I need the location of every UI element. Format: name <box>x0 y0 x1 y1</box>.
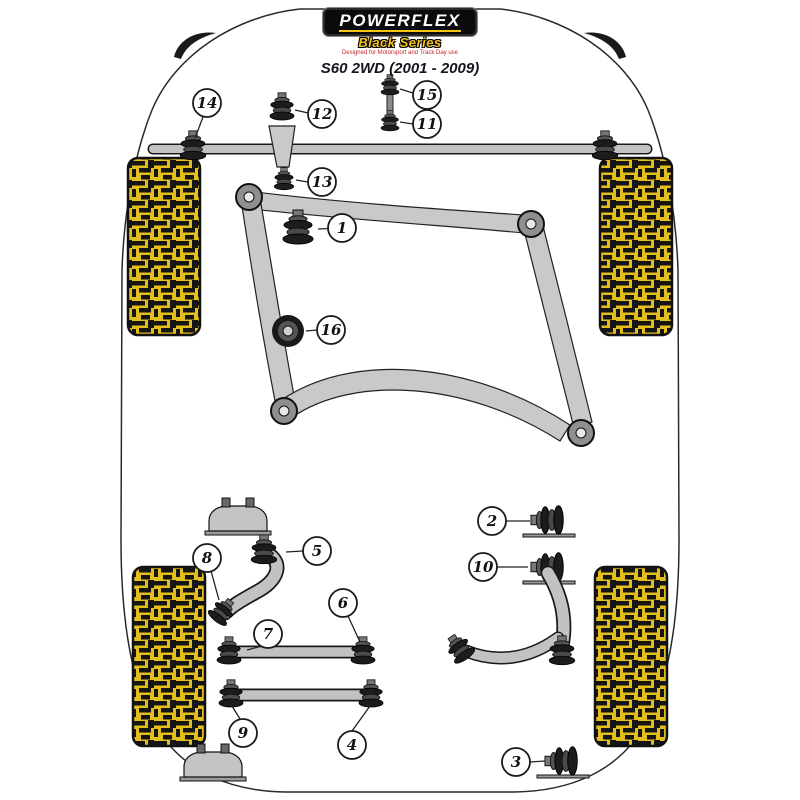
callout-14: 14 <box>192 88 222 139</box>
callout-2: 2 <box>477 506 530 536</box>
callout-9-label: 9 <box>238 724 249 742</box>
callout-3-label: 3 <box>511 753 521 771</box>
drop-link <box>380 74 400 132</box>
callout-8: 8 <box>192 543 222 601</box>
callout-16: 16 <box>305 315 346 345</box>
logo-tagline: Designed for Motorsport and Track Day us… <box>341 50 459 56</box>
tie-bar-upper <box>216 636 376 665</box>
rear-curved-arm-left <box>205 534 285 629</box>
callout-11-label: 11 <box>417 115 438 133</box>
callout-13: 13 <box>295 167 337 197</box>
anti-roll-bar <box>147 130 653 161</box>
cowl-mark-left <box>174 32 216 59</box>
cowl-mark-right <box>584 32 626 59</box>
tire-rear-right <box>593 565 669 748</box>
subframe-center-bush-16 <box>272 315 304 347</box>
black-series-logo-text: Black Series <box>358 35 442 50</box>
callout-5-label: 5 <box>312 542 322 560</box>
subframe-mount-rear-right <box>567 419 595 447</box>
callout-10-label: 10 <box>473 558 494 576</box>
callout-1-label: 1 <box>337 219 347 237</box>
tire-rear-left <box>131 565 207 748</box>
subframe-mount-front-right <box>517 210 545 238</box>
callout-10: 10 <box>468 552 528 582</box>
brand-header: POWERFLEX Black Series Designed for Moto… <box>270 8 530 77</box>
callout-3: 3 <box>501 747 546 777</box>
steering-mount <box>268 92 296 191</box>
powerflex-logo: POWERFLEX <box>323 8 477 36</box>
rear-bracket-upper-left <box>204 497 272 536</box>
front-subframe <box>235 183 595 447</box>
callout-12: 12 <box>294 99 337 129</box>
callout-16-label: 16 <box>321 321 342 339</box>
callout-12-label: 12 <box>312 105 333 123</box>
callout-11: 11 <box>399 109 442 139</box>
callout-15: 15 <box>399 80 442 110</box>
model-title: S60 2WD (2001 - 2009) <box>320 60 480 77</box>
rear-bracket-bottom-left <box>179 743 247 782</box>
callout-5: 5 <box>285 536 332 566</box>
callout-1: 1 <box>317 213 357 243</box>
callout-15-label: 15 <box>417 86 438 104</box>
callout-4: 4 <box>337 705 371 760</box>
callout-14-label: 14 <box>197 94 218 112</box>
callout-13-label: 13 <box>312 173 333 191</box>
tire-front-left <box>126 156 202 337</box>
callout-2-label: 2 <box>486 512 497 530</box>
callout-7-label: 7 <box>263 625 274 643</box>
callout-6: 6 <box>328 588 361 643</box>
powerflex-logo-text: POWERFLEX <box>339 11 461 32</box>
trailing-arm-assembly <box>441 505 590 779</box>
callout-8-label: 8 <box>202 549 213 567</box>
tie-bar-lower <box>218 679 384 708</box>
callout-7: 7 <box>246 619 283 651</box>
callout-9: 9 <box>228 705 258 748</box>
callout-4-label: 4 <box>347 736 357 754</box>
callout-6-label: 6 <box>338 594 349 612</box>
subframe-mount-front-left <box>235 183 263 211</box>
tire-front-right <box>598 156 674 337</box>
subframe-mount-rear-left <box>270 397 298 425</box>
